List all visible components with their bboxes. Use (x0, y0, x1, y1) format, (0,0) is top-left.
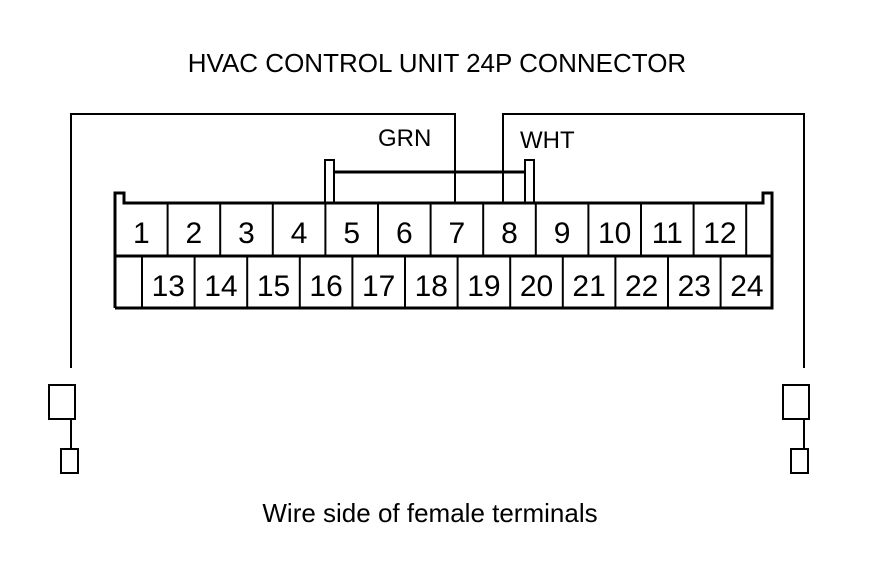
pin-label-12: 12 (703, 217, 736, 250)
pin-label-3: 3 (238, 217, 255, 250)
pin-label-8: 8 (501, 217, 518, 250)
pin-label-16: 16 (309, 270, 342, 303)
pin-label-21: 21 (572, 270, 605, 303)
pin-label-24: 24 (730, 270, 763, 303)
pin-label-11: 11 (652, 217, 683, 250)
left-probe-tip (60, 448, 79, 474)
right-test-probe (502, 113, 810, 474)
connector-lock-tab (324, 159, 535, 203)
left-test-probe (48, 113, 456, 474)
pin-label-20: 20 (520, 270, 553, 303)
pin-label-1: 1 (133, 217, 150, 250)
pin-label-6: 6 (396, 217, 413, 250)
pin-label-4: 4 (291, 217, 308, 250)
left-probe-lead (70, 113, 456, 368)
pin-row-bottom: 13 14 15 16 17 18 19 20 21 22 23 24 (141, 256, 764, 308)
pin-label-9: 9 (554, 217, 571, 250)
pin-label-18: 18 (415, 270, 448, 303)
right-probe-lead (502, 113, 805, 368)
pin-label-10: 10 (598, 217, 631, 250)
pin-label-15: 15 (257, 270, 290, 303)
pin-label-19: 19 (467, 270, 500, 303)
wire-label-wht: WHT (520, 127, 575, 154)
wire-label-grn: GRN (378, 125, 431, 152)
right-probe-body (782, 384, 810, 420)
pin-label-2: 2 (186, 217, 203, 250)
pin-label-14: 14 (204, 270, 237, 303)
pin-label-5: 5 (343, 217, 360, 250)
pin-label-17: 17 (362, 270, 395, 303)
pin-label-7: 7 (449, 217, 466, 250)
right-probe-tip (790, 448, 809, 474)
diagram-title: HVAC CONTROL UNIT 24P CONNECTOR (188, 48, 686, 78)
pin-label-22: 22 (625, 270, 658, 303)
left-probe-body (48, 384, 76, 420)
diagram-caption: Wire side of female terminals (262, 498, 597, 528)
pin-label-13: 13 (152, 270, 185, 303)
pin-label-23: 23 (678, 270, 711, 303)
